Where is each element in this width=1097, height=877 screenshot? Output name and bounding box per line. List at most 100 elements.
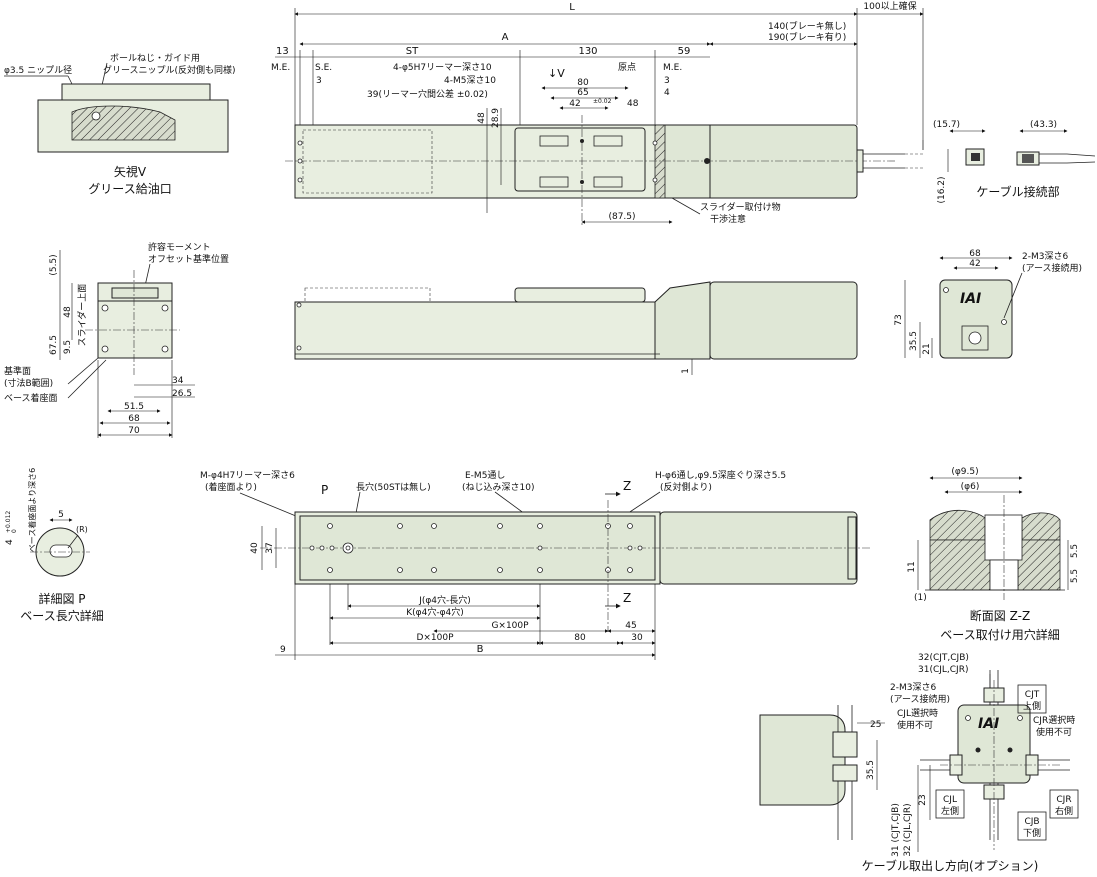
dim-45: 45 — [625, 621, 636, 631]
dim-43.3: (43.3) — [1030, 120, 1057, 130]
label-m5-depth: 4-M5深さ10 — [444, 75, 496, 86]
dim-73: 73 — [894, 314, 904, 325]
dim-35.5-motor: 35.5 — [909, 331, 919, 351]
detail-p-caption-2: ベース長穴詳細 — [20, 608, 103, 623]
box-cjl: CJL — [943, 795, 957, 805]
top-view: L 100以上確保 A 140(ブレーキ無し) 190(ブレーキ有り) 13 S… — [271, 0, 925, 225]
dim-21: 21 — [922, 343, 932, 354]
dim-48-end: 48 — [63, 306, 73, 318]
dim-65-top: 65 — [577, 88, 588, 98]
dim-59: 59 — [678, 46, 691, 57]
h-hole-label: H-φ6通し,φ9.5深座ぐり深さ5.5 — [655, 469, 786, 481]
box-cjr: CJR — [1056, 795, 1071, 805]
box-bottom: 下側 — [1023, 827, 1041, 839]
dim-68-motor: 68 — [969, 249, 981, 259]
dim-25: 25 — [870, 720, 881, 730]
screw-depth-label: (ねじ込み深さ10) — [462, 482, 534, 493]
label-Z-bottom: Z — [623, 591, 631, 605]
cjl-note-1: CJL選択時 — [897, 707, 938, 719]
dim-51.5: 51.5 — [124, 402, 144, 412]
dim-48-top: 48 — [627, 99, 639, 109]
dim-40: 40 — [250, 542, 260, 554]
box-left: 左側 — [941, 805, 959, 817]
cable-direction-view: 32(CJT,CJB) 31(CJL,CJR) 2-M3深さ6 (アース接続用)… — [759, 653, 1079, 873]
dim-67.5: 67.5 — [49, 335, 59, 355]
cjl-note-2: 使用不可 — [897, 719, 933, 731]
moment-label-2: オフセット基準位置 — [148, 253, 229, 265]
box-right: 右側 — [1055, 805, 1073, 817]
dim-1-section: (1) — [914, 593, 927, 603]
cj-m3-label: 2-M3深さ6 — [890, 682, 936, 693]
dim-15.7: (15.7) — [933, 120, 960, 130]
dim-5.5: (5.5) — [49, 254, 59, 275]
dim-190-brake: 190(ブレーキ有り) — [768, 31, 846, 43]
dim-80-bottom: 80 — [574, 633, 586, 643]
grease-nipple-note: グリースニップル(反対側も同様) — [103, 64, 236, 76]
label-ME-right: M.E. — [663, 63, 682, 73]
label-P: P — [321, 483, 328, 497]
dim-G100P: G×100P — [491, 621, 529, 631]
label-SE: S.E. — [315, 63, 332, 73]
dim-100-min: 100以上確保 — [863, 0, 916, 12]
dim-35.5-cable: 35.5 — [866, 760, 876, 780]
from-seat-label: (着座面より) — [205, 481, 257, 493]
dim-5.5-a: 5.5 — [1070, 544, 1080, 558]
e-m5-label: E-M5通し — [465, 470, 505, 481]
reamer-label-bottom: M-φ4H7リーマー深さ6 — [200, 470, 295, 481]
dim-28.9: 28.9 — [491, 108, 501, 128]
cable-dir-caption: ケーブル取出し方向(オプション) — [862, 858, 1039, 873]
section-zz: (φ9.5) (φ6) 11 5.5 5.5 (1) 断面図 Z-Z ベース取付… — [907, 467, 1080, 642]
dim-tol-002: ±0.02 — [593, 98, 612, 105]
box-cjb: CJB — [1024, 817, 1039, 827]
dim-11: 11 — [907, 561, 917, 572]
dim-48-side: 48 — [477, 112, 487, 124]
label-ME-left: M.E. — [271, 63, 290, 73]
bottom-holes — [309, 523, 643, 573]
dim-4-slot: 4 — [5, 539, 15, 545]
dim-B: B — [477, 644, 484, 655]
box-cjt: CJT — [1025, 690, 1040, 700]
iai-logo-motor: IAI — [960, 291, 981, 307]
earth-label: (アース接続用) — [1022, 262, 1082, 274]
m3-label: 2-M3深さ6 — [1022, 251, 1068, 262]
label-arrow-V: ↓V — [548, 67, 565, 80]
section-caption-2: ベース取付け用穴詳細 — [940, 627, 1059, 642]
cable-connection-view: (15.7) (43.3) (16.2) ケーブル接続部 — [933, 120, 1096, 204]
label-reamer-holes: 4-φ5H7リーマー深さ10 — [393, 62, 492, 73]
base-ref-1: 基準面 — [4, 365, 31, 377]
dim-5-slot: 5 — [58, 510, 64, 520]
cjr-note-2: 使用不可 — [1036, 726, 1072, 738]
dim-D100P: D×100P — [416, 633, 454, 643]
dim-K: K(φ4穴-φ4穴) — [406, 606, 464, 618]
dim-16.2: (16.2) — [937, 176, 947, 203]
dim-130: 130 — [578, 46, 597, 57]
view-v-caption-2: グリース給油口 — [88, 182, 171, 196]
nipple-diameter: φ3.5 ニップル径 — [4, 64, 72, 76]
dim-ST: ST — [406, 46, 419, 57]
dim-87.5: (87.5) — [608, 212, 635, 222]
moment-label-1: 許容モーメント — [148, 241, 211, 253]
label-origin: 原点 — [618, 62, 636, 73]
dim-9: 9 — [280, 645, 286, 655]
dim-31-cjt-side: 31 (CJT,CJB) — [891, 803, 901, 857]
dim-42-motor: 42 — [969, 259, 980, 269]
section-caption-1: 断面図 Z-Z — [970, 608, 1030, 623]
dim-6-dia: (φ6) — [961, 482, 980, 492]
cjr-note-1: CJR選択時 — [1033, 714, 1075, 726]
label-3-right: 3 — [664, 76, 670, 86]
dim-80-top: 80 — [577, 78, 589, 88]
slider-note-1: スライダー取付け物 — [700, 201, 781, 213]
view-v-detail: φ3.5 ニップル径 ボールねじ・ガイド用 グリースニップル(反対側も同様) 矢… — [4, 53, 236, 196]
box-top: 上側 — [1023, 700, 1041, 712]
label-3-left: 3 — [316, 76, 322, 86]
tol-zero: 0 — [11, 529, 18, 533]
dim-31-cjl: 31(CJL,CJR) — [918, 665, 968, 675]
radius-label: (R) — [76, 525, 88, 534]
dim-26.5: 26.5 — [172, 389, 192, 399]
dim-37: 37 — [265, 542, 275, 553]
dim-34: 34 — [172, 376, 184, 386]
base-seat: ベース着座面 — [4, 392, 58, 404]
label-reamer-tolerance: 39(リーマー穴間公差 ±0.02) — [367, 88, 488, 100]
